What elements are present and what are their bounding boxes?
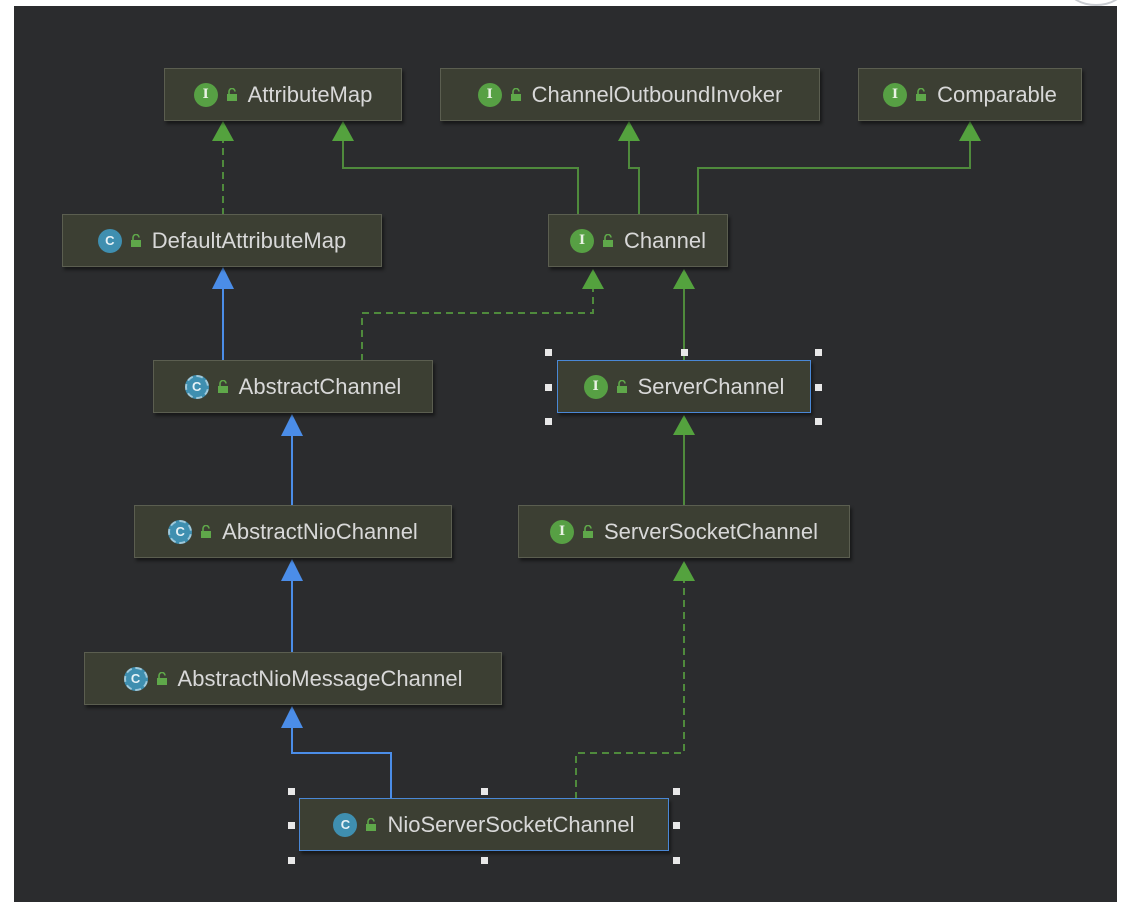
node-label: Channel <box>624 227 706 253</box>
arrowhead-outboundinvoker <box>618 121 640 141</box>
node-label: AttributeMap <box>247 81 373 107</box>
unlocked-icon <box>582 524 593 538</box>
arrowhead-comparable <box>959 121 981 141</box>
selection-handle[interactable] <box>545 349 552 356</box>
node-label: DefaultAttributeMap <box>151 227 347 253</box>
unlocked-icon <box>226 87 237 101</box>
interface-icon: I <box>477 82 502 107</box>
abstract-class-icon: C <box>168 519 193 544</box>
unlocked-icon <box>916 87 927 101</box>
arrowhead-serverchannel <box>673 415 695 435</box>
node-attributemap[interactable]: I AttributeMap <box>164 68 402 121</box>
node-comparable[interactable]: I Comparable <box>858 68 1082 121</box>
interface-icon: I <box>570 228 595 253</box>
selection-handle[interactable] <box>481 788 488 795</box>
edge-abstractchannel-channel <box>361 288 594 361</box>
node-label: AbstractNioChannel <box>222 518 418 544</box>
unlocked-icon <box>603 233 614 247</box>
node-label: NioServerSocketChannel <box>387 811 635 837</box>
unlocked-icon <box>130 233 141 247</box>
diagram-edges <box>212 121 981 799</box>
abstract-class-icon: C <box>184 374 209 399</box>
unlocked-icon <box>217 379 228 393</box>
arrowhead-attributemap-right <box>332 121 354 141</box>
arrowhead-abstractniomessagechannel <box>281 706 303 728</box>
unlocked-icon <box>156 671 167 685</box>
node-label: AbstractChannel <box>238 373 402 399</box>
selection-handle[interactable] <box>673 822 680 829</box>
diagram-canvas: I AttributeMap I ChannelOutboundInvoker … <box>14 6 1117 902</box>
edge-channel-comparable <box>697 140 971 215</box>
edge-channel-attributemap <box>342 140 579 215</box>
selection-handle[interactable] <box>815 418 822 425</box>
edge-channel-outboundinvoker <box>628 140 640 215</box>
selection-handle[interactable] <box>288 822 295 829</box>
selection-handle[interactable] <box>681 349 688 356</box>
node-abstractchannel[interactable]: C AbstractChannel <box>153 360 433 413</box>
node-nioserversocketchannel[interactable]: C NioServerSocketChannel <box>299 798 669 851</box>
arrowhead-abstractniochannel <box>281 559 303 581</box>
arrowhead-abstractchannel <box>281 414 303 436</box>
node-label: AbstractNioMessageChannel <box>177 665 463 691</box>
node-channeloutboundinvoker[interactable]: I ChannelOutboundInvoker <box>440 68 820 121</box>
arrowhead-attributemap-left <box>212 121 234 141</box>
edge-nioserversocketchannel-serversocketchannel <box>575 581 685 799</box>
selection-handle[interactable] <box>288 788 295 795</box>
unlocked-icon <box>201 524 212 538</box>
node-label: ServerSocketChannel <box>603 518 818 544</box>
arrowhead-defaultattributemap <box>212 267 234 289</box>
node-channel[interactable]: I Channel <box>548 214 728 267</box>
interface-icon: I <box>583 374 608 399</box>
arrowhead-channel-right <box>673 269 695 289</box>
node-abstractniochannel[interactable]: C AbstractNioChannel <box>134 505 452 558</box>
selection-handle[interactable] <box>545 384 552 391</box>
node-serverchannel[interactable]: I ServerChannel <box>557 360 811 413</box>
edge-nioserversocketchannel-abstractniomessagechannel <box>291 728 392 799</box>
selection-handle[interactable] <box>673 788 680 795</box>
arrowhead-serversocketchannel <box>673 561 695 581</box>
unlocked-icon <box>510 87 521 101</box>
interface-icon: I <box>549 519 574 544</box>
class-icon: C <box>333 812 358 837</box>
node-serversocketchannel[interactable]: I ServerSocketChannel <box>518 505 850 558</box>
node-label: Comparable <box>937 81 1057 107</box>
node-label: ServerChannel <box>637 373 785 399</box>
interface-icon: I <box>193 82 218 107</box>
node-label: ChannelOutboundInvoker <box>531 81 783 107</box>
interface-icon: I <box>883 82 908 107</box>
arrowhead-channel-left <box>582 269 604 289</box>
class-icon: C <box>97 228 122 253</box>
node-abstractniomessagechannel[interactable]: C AbstractNioMessageChannel <box>84 652 502 705</box>
selection-handle[interactable] <box>815 349 822 356</box>
selection-handle[interactable] <box>481 857 488 864</box>
unlocked-icon <box>366 817 377 831</box>
selection-handle[interactable] <box>288 857 295 864</box>
node-defaultattributemap[interactable]: C DefaultAttributeMap <box>62 214 382 267</box>
selection-handle[interactable] <box>815 384 822 391</box>
abstract-class-icon: C <box>123 666 148 691</box>
selection-handle[interactable] <box>545 418 552 425</box>
unlocked-icon <box>616 379 627 393</box>
selection-handle[interactable] <box>673 857 680 864</box>
